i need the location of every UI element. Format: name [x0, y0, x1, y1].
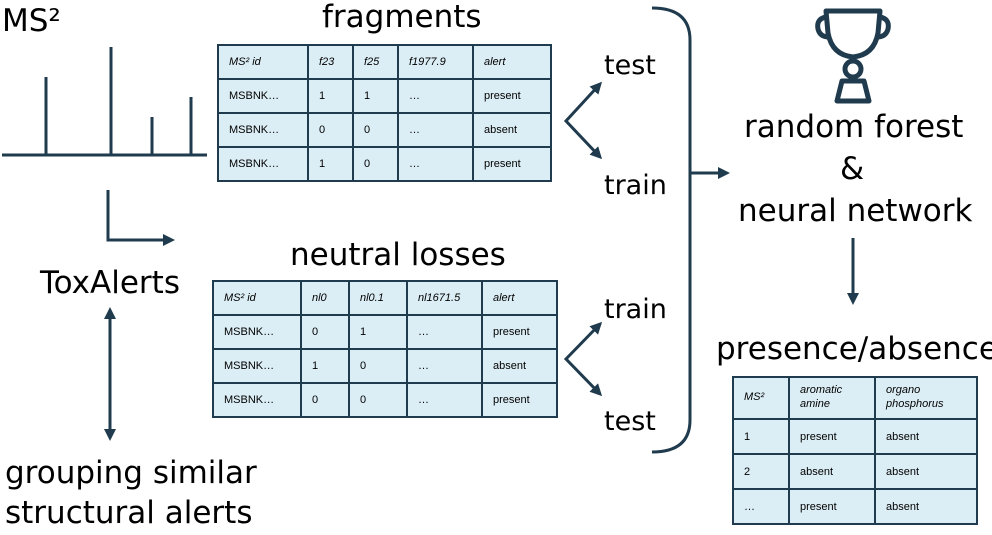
table-cell: MSBNK… — [212, 382, 302, 418]
table-cell: 0 — [348, 382, 408, 418]
header-cell: nl0.1 — [348, 280, 408, 316]
header-cell: aromatic amine — [788, 376, 876, 420]
table-cell: absent — [874, 488, 978, 525]
trophy-icon — [815, 8, 891, 104]
table-cell: absent — [472, 112, 552, 148]
table-row: 1 present absent — [732, 418, 978, 455]
table-cell: 1 — [300, 348, 350, 384]
table-row: 2 absent absent — [732, 453, 978, 490]
header-cell: f25 — [352, 44, 399, 80]
table-header-row: MS² id nl0 nl0.1 nl1671.5 alert — [212, 280, 558, 316]
data-merge-bracket — [651, 6, 692, 454]
table-row: MSBNK… 0 0 … absent — [217, 112, 552, 148]
header-cell: MS² — [732, 376, 790, 420]
grouping-label-line1: grouping similar — [5, 455, 257, 491]
header-cell: organo phosphorus — [874, 376, 978, 420]
table-cell: … — [397, 146, 474, 182]
table-cell: absent — [874, 418, 978, 455]
neutral-losses-split-top: train — [604, 294, 667, 325]
fragments-table: MS² id f23 f25 f1977.9 alert MSBNK… 1 1 … — [217, 44, 552, 182]
table-row: MSBNK… 1 0 … present — [217, 146, 552, 182]
table-row: MSBNK… 1 1 … present — [217, 78, 552, 114]
header-cell: nl1671.5 — [406, 280, 483, 316]
header-cell: f1977.9 — [397, 44, 474, 80]
table-cell: 0 — [352, 112, 399, 148]
table-cell: 0 — [300, 382, 350, 418]
table-cell: … — [732, 488, 790, 525]
table-cell: 1 — [352, 78, 399, 114]
table-cell: present — [472, 78, 552, 114]
neutral-losses-split-arrows — [563, 321, 603, 397]
table-cell: MSBNK… — [212, 348, 302, 384]
table-cell: 1 — [732, 418, 790, 455]
model-label-line2: & — [840, 151, 865, 187]
table-cell: 2 — [732, 453, 790, 490]
header-cell: nl0 — [300, 280, 350, 316]
table-cell: 1 — [348, 314, 408, 350]
table-cell: present — [472, 146, 552, 182]
table-row: MSBNK… 1 0 … absent — [212, 348, 558, 384]
table-cell: MSBNK… — [212, 314, 302, 350]
table-cell: present — [481, 382, 558, 418]
fragments-split-bottom: train — [604, 170, 667, 201]
table-row: … present absent — [732, 488, 978, 525]
ms2-spectrum-icon — [2, 47, 207, 157]
table-cell: 0 — [307, 112, 354, 148]
toxalerts-label: ToxAlerts — [40, 265, 180, 301]
model-label-line3: neural network — [738, 193, 973, 229]
table-cell: … — [397, 112, 474, 148]
table-cell: MSBNK… — [217, 146, 309, 182]
fragments-title: fragments — [322, 0, 482, 35]
neutral-losses-split-bottom: test — [604, 406, 656, 437]
spectrum-to-toxalerts-arrow — [106, 190, 175, 246]
header-cell: alert — [472, 44, 552, 80]
table-cell: … — [397, 78, 474, 114]
header-cell: MS² id — [217, 44, 309, 80]
table-cell: absent — [788, 453, 876, 490]
table-cell: present — [788, 488, 876, 525]
table-row: MSBNK… 0 1 … present — [212, 314, 558, 350]
result-table: MS² aromatic amine organo phosphorus 1 p… — [732, 376, 978, 525]
table-cell: absent — [481, 348, 558, 384]
table-cell: 0 — [300, 314, 350, 350]
fragments-split-arrows — [563, 81, 603, 160]
table-cell: … — [406, 314, 483, 350]
header-cell: alert — [481, 280, 558, 316]
table-cell: 1 — [307, 78, 354, 114]
table-header-row: MS² id f23 f25 f1977.9 alert — [217, 44, 552, 80]
table-cell: MSBNK… — [217, 112, 309, 148]
table-cell: 1 — [307, 146, 354, 182]
header-cell: f23 — [307, 44, 354, 80]
table-header-row: MS² aromatic amine organo phosphorus — [732, 376, 978, 420]
table-cell: present — [788, 418, 876, 455]
neutral-losses-title: neutral losses — [290, 237, 506, 273]
table-cell: 0 — [352, 146, 399, 182]
table-cell: … — [406, 382, 483, 418]
table-cell: present — [481, 314, 558, 350]
fragments-split-top: test — [604, 50, 656, 81]
table-row: MSBNK… 0 0 … present — [212, 382, 558, 418]
table-cell: absent — [874, 453, 978, 490]
grouping-label-line2: structural alerts — [5, 495, 253, 531]
header-cell: MS² id — [212, 280, 302, 316]
ms2-label: MS² — [2, 3, 61, 39]
result-title: presence/absence — [716, 331, 992, 367]
model-label-line1: random forest — [744, 109, 964, 145]
table-cell: MSBNK… — [217, 78, 309, 114]
table-cell: … — [406, 348, 483, 384]
table-cell: 0 — [348, 348, 408, 384]
neutral-losses-table: MS² id nl0 nl0.1 nl1671.5 alert MSBNK… 0… — [212, 280, 558, 418]
